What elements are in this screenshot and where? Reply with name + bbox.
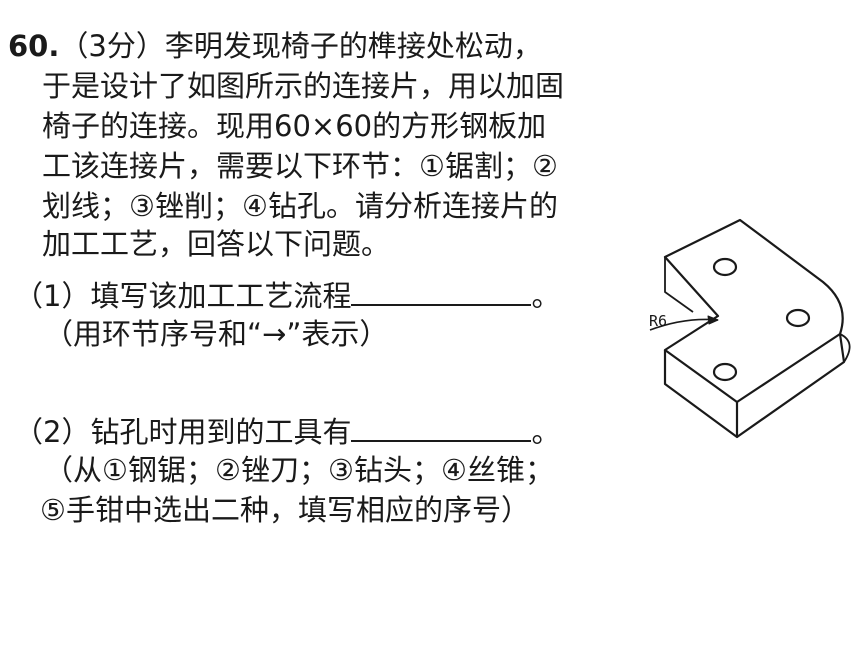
question-number: 60.: [8, 29, 60, 63]
connector-plate-figure: R6: [649, 218, 851, 439]
stem-line-5: 划线；③锉削；④钻孔。请分析连接片的: [42, 189, 558, 223]
plate-notch-side: [664, 257, 694, 313]
question-first-line: 60.（3分）李明发现椅子的榫接处松动，: [8, 26, 542, 66]
stem-line-4: 工该连接片，需要以下环节：①锯割；②: [42, 149, 558, 183]
plate-top-face: [663, 218, 844, 404]
part1-end: 。: [531, 279, 561, 313]
stem-line-1: 李明发现椅子的榫接处松动，: [164, 29, 542, 63]
radius-label: R6: [649, 312, 667, 330]
radius-arrow: [707, 315, 719, 325]
part2-note-line-1: （从①钢锯；②锉刀；③钻头；④丝锥；: [44, 453, 554, 487]
part2-end: 。: [531, 415, 561, 449]
part1-text: 填写该加工工艺流程: [90, 279, 352, 313]
stem-line-6: 加工工艺，回答以下问题。: [42, 227, 391, 261]
plate-left-side: [663, 350, 739, 439]
hole-top: [712, 257, 738, 277]
part2-label: （2）: [14, 415, 91, 449]
question-score: （3分）: [59, 29, 165, 63]
stem-line-3: 椅子的连接。现用60×60的方形钢板加: [42, 109, 547, 143]
part1-note: （用环节序号和“→”表示）: [44, 317, 389, 351]
part2-line: （2）钻孔时用到的工具有 。: [14, 412, 560, 452]
part1-answer-blank[interactable]: [351, 278, 532, 306]
part1-line: （1）填写该加工工艺流程 。: [14, 276, 560, 316]
plate-round-edge: [839, 333, 851, 363]
part2-text: 钻孔时用到的工具有: [90, 415, 352, 449]
hole-bottom: [712, 362, 738, 382]
hole-right: [785, 308, 811, 328]
stem-line-2: 于是设计了如图所示的连接片，用以加固: [42, 69, 565, 103]
part2-note-line-2: ⑤手钳中选出二种，填写相应的序号）: [40, 493, 530, 527]
part2-answer-blank[interactable]: [351, 414, 532, 442]
plate-right-side: [736, 333, 846, 438]
part1-label: （1）: [14, 279, 91, 313]
